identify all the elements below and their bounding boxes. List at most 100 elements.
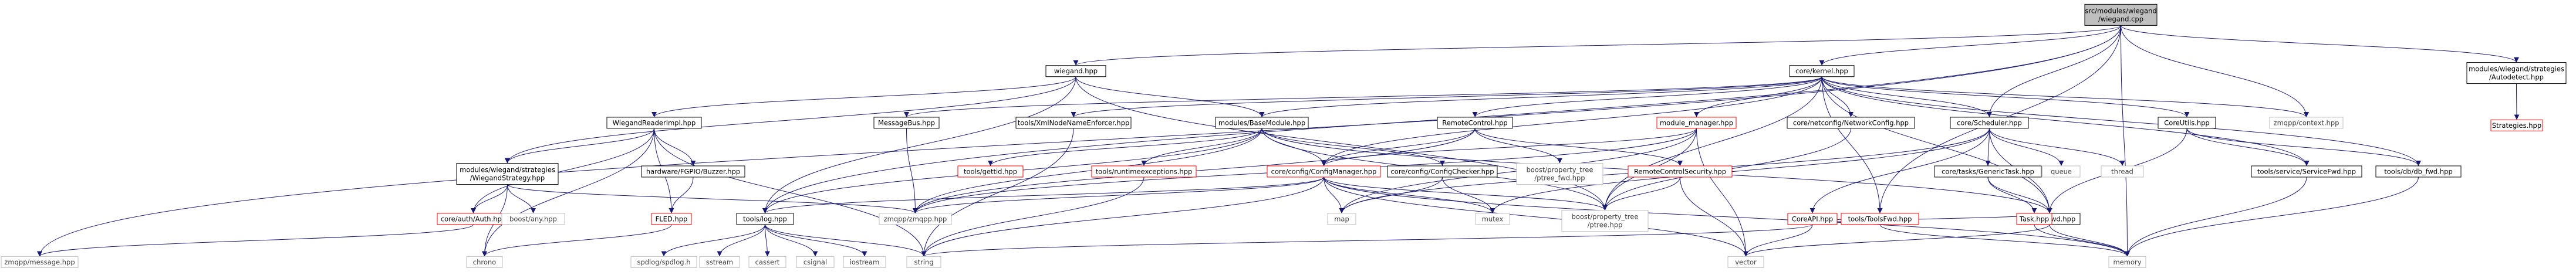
node-strategies[interactable]: Strategies.hpp — [2490, 119, 2543, 131]
node-label: /WiegandStrategy.hpp — [470, 174, 545, 182]
edge-toolslog-to-csignal — [765, 224, 818, 257]
node-thread[interactable]: thread — [2101, 165, 2144, 178]
node-wreaderimpl[interactable]: WiegandReaderImpl.hpp — [606, 117, 702, 129]
node-box — [957, 165, 1024, 178]
node-box — [1934, 165, 2042, 178]
edge-wstrategy-to-core_auth — [471, 184, 508, 213]
edge-root-to-memory — [2121, 25, 2130, 257]
node-label: string — [914, 258, 933, 266]
node-remotecontrol[interactable]: RemoteControl.hpp — [1437, 117, 1513, 129]
node-messagebus[interactable]: MessageBus.hpp — [873, 117, 940, 129]
edge-xmlnode-to-string — [921, 128, 1074, 257]
node-box — [2466, 62, 2567, 84]
edge-core_kernel-to-remotecontrol — [1472, 76, 1822, 118]
edge-core_kernel-to-toolsfwd — [1821, 76, 1883, 213]
node-label: /ptree.hpp — [1588, 221, 1623, 229]
node-core_kernel[interactable]: core/kernel.hpp — [1789, 65, 1855, 77]
node-sstream[interactable]: sstream — [699, 256, 740, 268]
node-memory[interactable]: memory — [2108, 256, 2146, 268]
node-zmqpp[interactable]: zmqpp/zmqpp.hpp — [879, 213, 952, 225]
node-box — [873, 117, 940, 129]
node-spdlog[interactable]: spdlog/spdlog.h — [630, 256, 697, 268]
node-boost_any[interactable]: boost/any.hpp — [501, 213, 565, 225]
node-remotesec[interactable]: RemoteControlSecurity.hpp — [1628, 165, 1733, 178]
node-basemodule[interactable]: modules/BaseModule.hpp — [1215, 117, 1309, 129]
node-runtime_ex[interactable]: tools/runtimeexceptions.hpp — [1091, 165, 1197, 178]
node-chrono[interactable]: chrono — [466, 256, 503, 268]
edge-core_kernel-to-basemodule — [1259, 76, 1822, 118]
edge-genericTask-to-leosacfwd — [1987, 176, 2052, 213]
node-dbfwd[interactable]: tools/db/db_fwd.hpp — [2375, 165, 2462, 178]
node-coreutils[interactable]: CoreUtils.hpp — [2158, 117, 2216, 129]
node-cassert[interactable]: cassert — [748, 256, 786, 268]
node-box — [1628, 165, 1733, 178]
node-scheduler[interactable]: core/Scheduler.hpp — [1950, 117, 2029, 129]
node-ptree_hpp[interactable]: boost/property_tree/ptree.hpp — [1561, 210, 1649, 232]
node-box — [736, 213, 794, 225]
node-task[interactable]: Task.hpp — [2016, 213, 2052, 225]
node-box — [641, 165, 745, 178]
node-box — [1841, 213, 1919, 225]
node-string[interactable]: string — [906, 256, 941, 268]
node-label: Strategies.hpp — [2492, 121, 2541, 130]
node-mutex[interactable]: mutex — [1475, 213, 1510, 225]
edge-core_kernel-to-netconfig — [1821, 76, 1853, 117]
edge-basemodule-to-zmqpp — [913, 128, 1262, 213]
node-zmqpp_context[interactable]: zmqpp/context.hpp — [2269, 117, 2344, 129]
node-fled[interactable]: FLED.hpp — [651, 213, 692, 225]
node-map[interactable]: map — [1327, 213, 1356, 225]
node-configchecker[interactable]: core/config/ConfigChecker.hpp — [1387, 165, 1498, 178]
node-hwbuzzer[interactable]: hardware/FGPIO/Buzzer.hpp — [641, 165, 745, 178]
edge-core_kernel-to-xmlnode — [1071, 76, 1822, 118]
edge-configchecker-to-mutex — [1442, 176, 1495, 213]
edge-configmanager-to-string — [921, 176, 1324, 257]
node-tools_gettid[interactable]: tools/gettid.hpp — [957, 165, 1024, 178]
node-vector[interactable]: vector — [1727, 256, 1764, 268]
node-netconfig[interactable]: core/netconfig/NetworkConfig.hpp — [1787, 117, 1915, 129]
edge-root-to-zmqpp_context — [2121, 25, 2309, 117]
node-autodetect[interactable]: modules/wiegand/strategies/Autodetect.hp… — [2466, 62, 2567, 84]
node-label: RemoteControl.hpp — [1442, 118, 1508, 127]
node-xmlnode[interactable]: tools/XmlNodeNameEnforcer.hpp — [1015, 117, 1132, 129]
node-box — [2251, 165, 2362, 178]
node-wstrategy[interactable]: modules/wiegand/strategies/WiegandStrate… — [456, 163, 559, 185]
node-ptree_fwd[interactable]: boost/property_tree/ptree_fwd.hpp — [1516, 163, 1603, 185]
node-box — [501, 213, 565, 225]
node-label: CoreUtils.hpp — [2164, 118, 2209, 127]
node-box — [466, 256, 503, 268]
node-label: tools/db/db_fwd.hpp — [2384, 167, 2453, 175]
node-box — [906, 256, 941, 268]
node-box — [1015, 117, 1132, 129]
edge-scheduler-to-corapi — [1809, 128, 1990, 213]
edge-core_auth-to-zmqpp_message — [37, 224, 474, 257]
node-root[interactable]: src/modules/wiegand/wiegand.cpp — [2084, 4, 2158, 26]
node-box — [1387, 165, 1498, 178]
edge-wreaderimpl-to-chrono — [482, 128, 654, 257]
node-configmanager[interactable]: core/config/ConfigManager.hpp — [1267, 165, 1381, 178]
edge-configchecker-to-map — [1339, 176, 1443, 213]
node-zmqpp_message[interactable]: zmqpp/message.hpp — [1, 256, 79, 268]
node-iostream[interactable]: iostream — [843, 256, 886, 268]
edge-remotecontrol-to-remotesec — [1474, 128, 1683, 167]
node-label: wiegand.hpp — [1054, 67, 1098, 75]
node-corapi[interactable]: CoreAPI.hpp — [1787, 213, 1838, 225]
node-servicefwd[interactable]: tools/service/ServiceFwd.hpp — [2251, 165, 2362, 178]
node-genericTask[interactable]: core/tasks/GenericTask.hpp — [1934, 165, 2042, 178]
node-box — [1787, 213, 1838, 225]
node-box — [456, 163, 559, 185]
edge-wreaderimpl-to-wstrategy — [505, 128, 654, 164]
node-wiegand_hpp[interactable]: wiegand.hpp — [1045, 65, 1106, 77]
edge-coreutils-to-servicefwd — [2186, 128, 2310, 167]
node-box — [1267, 165, 1381, 178]
node-box — [1950, 117, 2029, 129]
edge-wiegand_hpp-to-wstrategy — [505, 76, 1076, 164]
node-queue[interactable]: queue — [2042, 165, 2081, 178]
node-toolslog[interactable]: tools/log.hpp — [736, 213, 794, 225]
node-toolsfwd[interactable]: tools/ToolsFwd.hpp — [1841, 213, 1919, 225]
node-csignal[interactable]: csignal — [796, 256, 835, 268]
node-core_auth[interactable]: core/auth/Auth.hpp — [437, 213, 510, 225]
node-label: sstream — [706, 258, 733, 266]
edge-wiegand_hpp-to-basemodule — [1075, 76, 1265, 118]
node-label: chrono — [473, 258, 496, 266]
node-module_manager[interactable]: module_manager.hpp — [1656, 117, 1737, 129]
